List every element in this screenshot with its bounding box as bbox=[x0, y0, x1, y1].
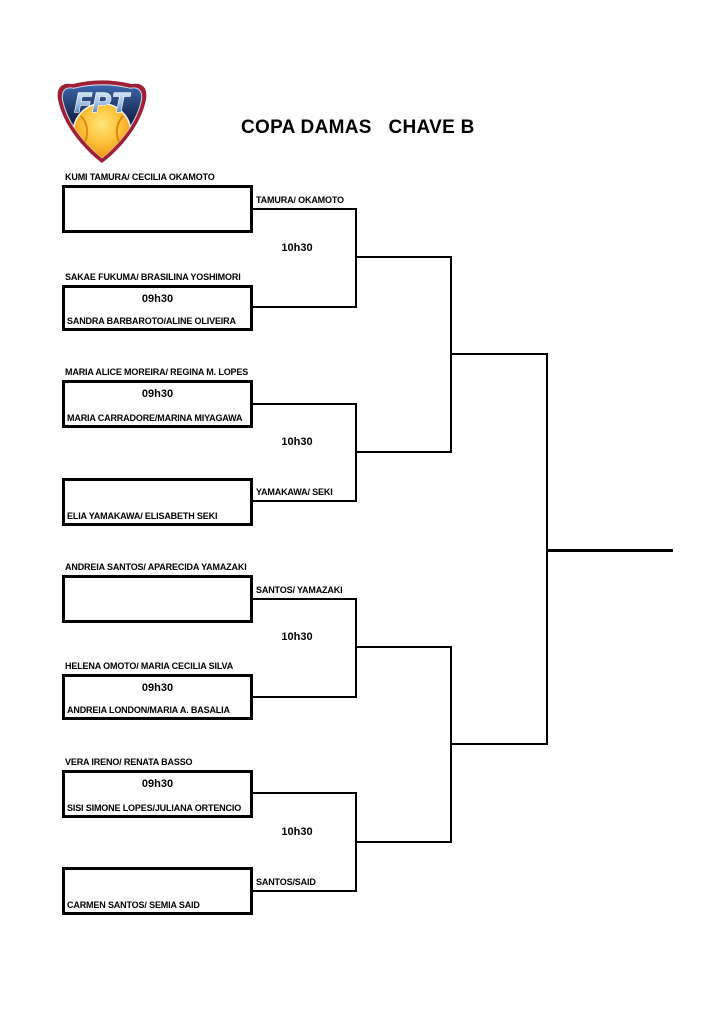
connector-winner-line-4 bbox=[253, 500, 357, 502]
connector-champion-line bbox=[546, 549, 673, 552]
match-box-8: CARMEN SANTOS/ SEMIA SAID bbox=[62, 867, 253, 915]
team-label-andreia-santos: ANDREIA SANTOS/ APARECIDA YAMAZAKI bbox=[65, 562, 247, 572]
round2-time-3: 10h30 bbox=[281, 631, 313, 643]
team-label-inside-6: ANDREIA LONDON/MARIA A. BASALIA bbox=[67, 705, 230, 715]
team-label-kumi-tamura: KUMI TAMURA/ CECILIA OKAMOTO bbox=[65, 172, 215, 182]
team-label-inside-8: CARMEN SANTOS/ SEMIA SAID bbox=[67, 900, 200, 910]
match-box-1 bbox=[62, 185, 253, 233]
team-label-maria-alice: MARIA ALICE MOREIRA/ REGINA M. LOPES bbox=[65, 367, 249, 377]
match-box-3: 09h30 MARIA CARRADORE/MARINA MIYAGAWA bbox=[62, 380, 253, 428]
connector-semifinal-out-2 bbox=[450, 743, 548, 745]
team-label-inside-7: SISI SIMONE LOPES/JULIANA ORTENCIO bbox=[67, 803, 242, 813]
connector-semifinal-out-1 bbox=[450, 353, 548, 355]
connector-r2-out-1 bbox=[355, 256, 452, 258]
connector-winner-line-1 bbox=[253, 208, 357, 210]
round2-time-2: 10h30 bbox=[281, 436, 313, 448]
logo-text: FPT bbox=[74, 87, 130, 118]
match-time-2: 09h30 bbox=[141, 293, 174, 305]
team-label-inside-2: SANDRA BARBAROTO/ALINE OLIVEIRA bbox=[67, 316, 236, 326]
connector-winner-line-8 bbox=[253, 890, 357, 892]
connector-winner-line-6 bbox=[253, 696, 357, 698]
page-title: COPA DAMAS CHAVE B bbox=[241, 117, 475, 138]
match-box-6: 09h30 ANDREIA LONDON/MARIA A. BASALIA bbox=[62, 674, 253, 720]
match-box-2: 09h30 SANDRA BARBAROTO/ALINE OLIVEIRA bbox=[62, 285, 253, 331]
advance-label-santos-yamazaki: SANTOS/ YAMAZAKI bbox=[256, 585, 343, 595]
advance-label-tamura-okamoto: TAMURA/ OKAMOTO bbox=[256, 195, 344, 205]
team-label-inside-3: MARIA CARRADORE/MARINA MIYAGAWA bbox=[67, 413, 243, 423]
advance-label-yamakawa-seki: YAMAKAWA/ SEKI bbox=[256, 487, 333, 497]
fpt-logo: FPT bbox=[57, 80, 147, 163]
connector-r2-out-3 bbox=[355, 646, 452, 648]
connector-r2-out-4 bbox=[355, 841, 452, 843]
match-time-7: 09h30 bbox=[141, 778, 174, 790]
match-time-6: 09h30 bbox=[141, 682, 174, 694]
round2-time-4: 10h30 bbox=[281, 826, 313, 838]
advance-label-santos-said: SANTOS/SAID bbox=[256, 877, 316, 887]
connector-pair-vertical-1 bbox=[355, 208, 357, 308]
match-time-3: 09h30 bbox=[141, 388, 174, 400]
match-box-5 bbox=[62, 575, 253, 623]
connector-winner-line-5 bbox=[253, 598, 357, 600]
team-label-vera-ireno: VERA IRENO/ RENATA BASSO bbox=[65, 757, 193, 767]
connector-pair-vertical-3 bbox=[355, 598, 357, 698]
team-label-inside-4: ELIA YAMAKAWA/ ELISABETH SEKI bbox=[67, 511, 218, 521]
connector-winner-line-2 bbox=[253, 306, 357, 308]
match-box-4: ELIA YAMAKAWA/ ELISABETH SEKI bbox=[62, 478, 253, 526]
connector-winner-line-3 bbox=[253, 403, 357, 405]
connector-r2-out-2 bbox=[355, 451, 452, 453]
match-box-7: 09h30 SISI SIMONE LOPES/JULIANA ORTENCIO bbox=[62, 770, 253, 818]
round2-time-1: 10h30 bbox=[281, 242, 313, 254]
team-label-helena-omoto: HELENA OMOTO/ MARIA CECILIA SILVA bbox=[65, 661, 234, 671]
connector-winner-line-7 bbox=[253, 792, 357, 794]
team-label-sakae-fukuma: SAKAE FUKUMA/ BRASILINA YOSHIMORI bbox=[65, 272, 241, 282]
